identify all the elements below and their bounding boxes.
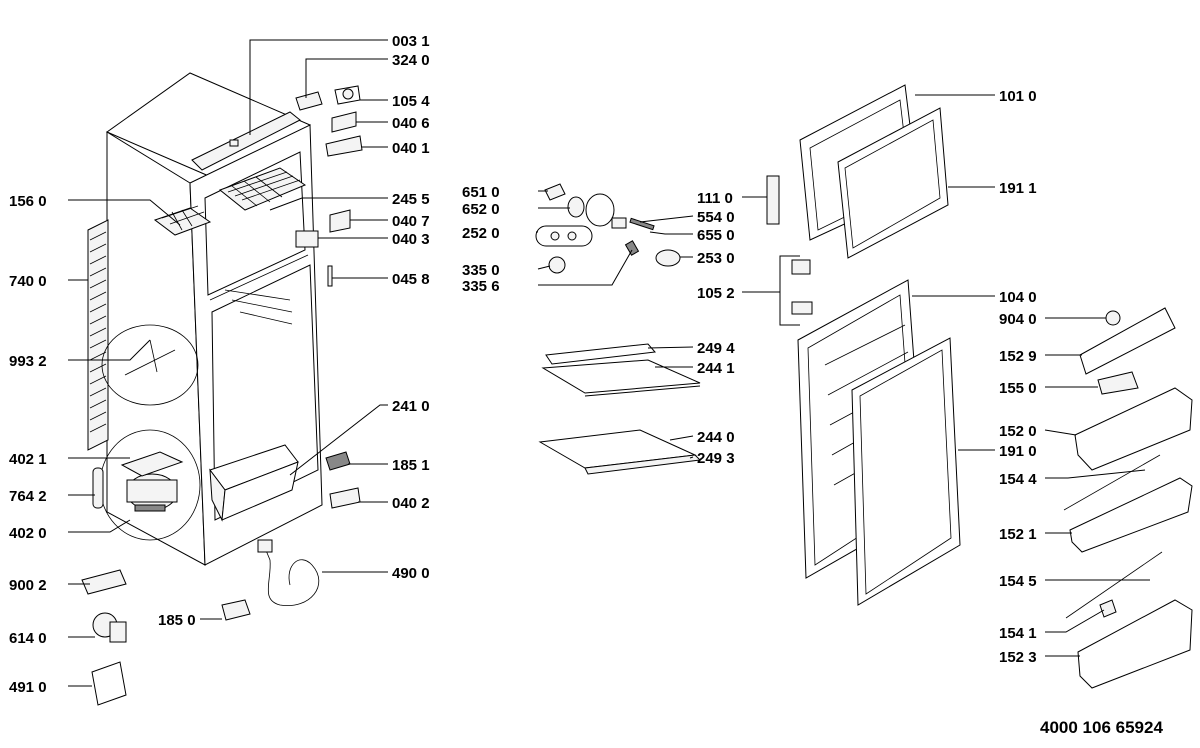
label-154-1: 154 1: [999, 625, 1037, 642]
label-402-0: 402 0: [9, 525, 47, 542]
label-111-0: 111 0: [697, 190, 733, 207]
label-101-0: 101 0: [999, 88, 1037, 105]
label-185-1: 185 1: [392, 457, 430, 474]
label-154-4: 154 4: [999, 471, 1037, 488]
label-324-0: 324 0: [392, 52, 430, 69]
label-614-0: 614 0: [9, 630, 47, 647]
cabinet: [81, 72, 363, 706]
label-045-8: 045 8: [392, 271, 430, 288]
label-651-0: 651 0: [462, 184, 500, 201]
label-402-1: 402 1: [9, 451, 47, 468]
label-155-0: 155 0: [999, 380, 1037, 397]
label-040-3: 040 3: [392, 231, 430, 248]
label-244-0: 244 0: [697, 429, 735, 446]
label-245-5: 245 5: [392, 191, 430, 208]
label-191-1: 191 1: [999, 180, 1037, 197]
label-249-4: 249 4: [697, 340, 735, 357]
label-554-0: 554 0: [697, 209, 735, 226]
label-040-6: 040 6: [392, 115, 430, 132]
label-185-0: 185 0: [158, 612, 196, 629]
label-152-9: 152 9: [999, 348, 1037, 365]
label-249-3: 249 3: [697, 450, 735, 467]
leader-lines: [68, 39, 1150, 687]
label-152-3: 152 3: [999, 649, 1037, 666]
label-003-1: 003 1: [392, 33, 430, 50]
label-105-4: 105 4: [392, 93, 430, 110]
doors-and-bins: [766, 84, 1193, 689]
label-241-0: 241 0: [392, 398, 430, 415]
label-900-2: 900 2: [9, 577, 47, 594]
label-252-0: 252 0: [462, 225, 500, 242]
label-105-2: 105 2: [697, 285, 735, 302]
label-156-0: 156 0: [9, 193, 47, 210]
label-491-0: 491 0: [9, 679, 47, 696]
label-154-5: 154 5: [999, 573, 1037, 590]
label-040-1: 040 1: [392, 140, 430, 157]
label-152-1: 152 1: [999, 526, 1037, 543]
label-191-0: 191 0: [999, 443, 1037, 460]
label-904-0: 904 0: [999, 311, 1037, 328]
label-490-0: 490 0: [392, 565, 430, 582]
label-244-1: 244 1: [697, 360, 735, 377]
label-740-0: 740 0: [9, 273, 47, 290]
label-104-0: 104 0: [999, 289, 1037, 306]
middle-parts: [535, 183, 813, 475]
label-335-0: 335 0: [462, 262, 500, 279]
label-655-0: 655 0: [697, 227, 735, 244]
label-040-2: 040 2: [392, 495, 430, 512]
label-152-0: 152 0: [999, 423, 1037, 440]
document-number: 4000 106 65924: [1040, 718, 1163, 737]
label-040-7: 040 7: [392, 213, 430, 230]
label-652-0: 652 0: [462, 201, 500, 218]
label-335-6: 335 6: [462, 278, 500, 295]
label-993-2: 993 2: [9, 353, 47, 370]
label-764-2: 764 2: [9, 488, 47, 505]
part-labels: 003 1 324 0 105 4 040 6 040 1 245 5 040 …: [9, 33, 1163, 737]
label-253-0: 253 0: [697, 250, 735, 267]
